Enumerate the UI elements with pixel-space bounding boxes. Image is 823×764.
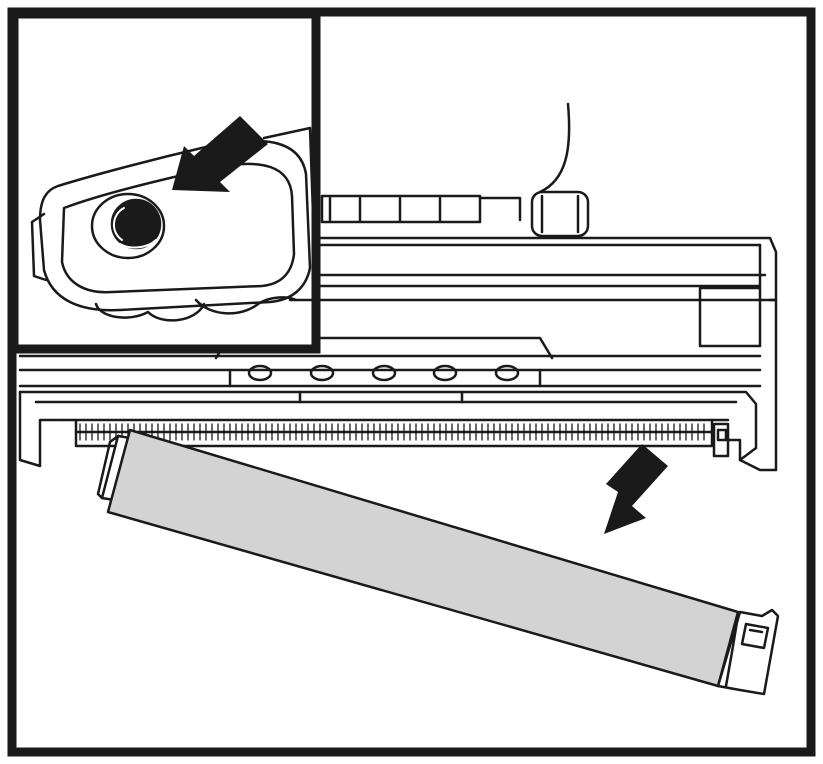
adjustment-knob [530,190,590,238]
release-button-icon [110,198,162,250]
main-scene [18,102,780,696]
brush-roll [96,428,780,696]
inset-detail [14,14,316,349]
arrow-icon [604,444,668,534]
brush-cavity [18,298,778,472]
inset-frame [9,9,321,354]
outer-frame [7,7,816,757]
head-upper-housing [288,236,778,348]
arrow-icon [172,116,268,192]
rear-wheel [320,194,522,224]
handle-outline [538,102,571,194]
